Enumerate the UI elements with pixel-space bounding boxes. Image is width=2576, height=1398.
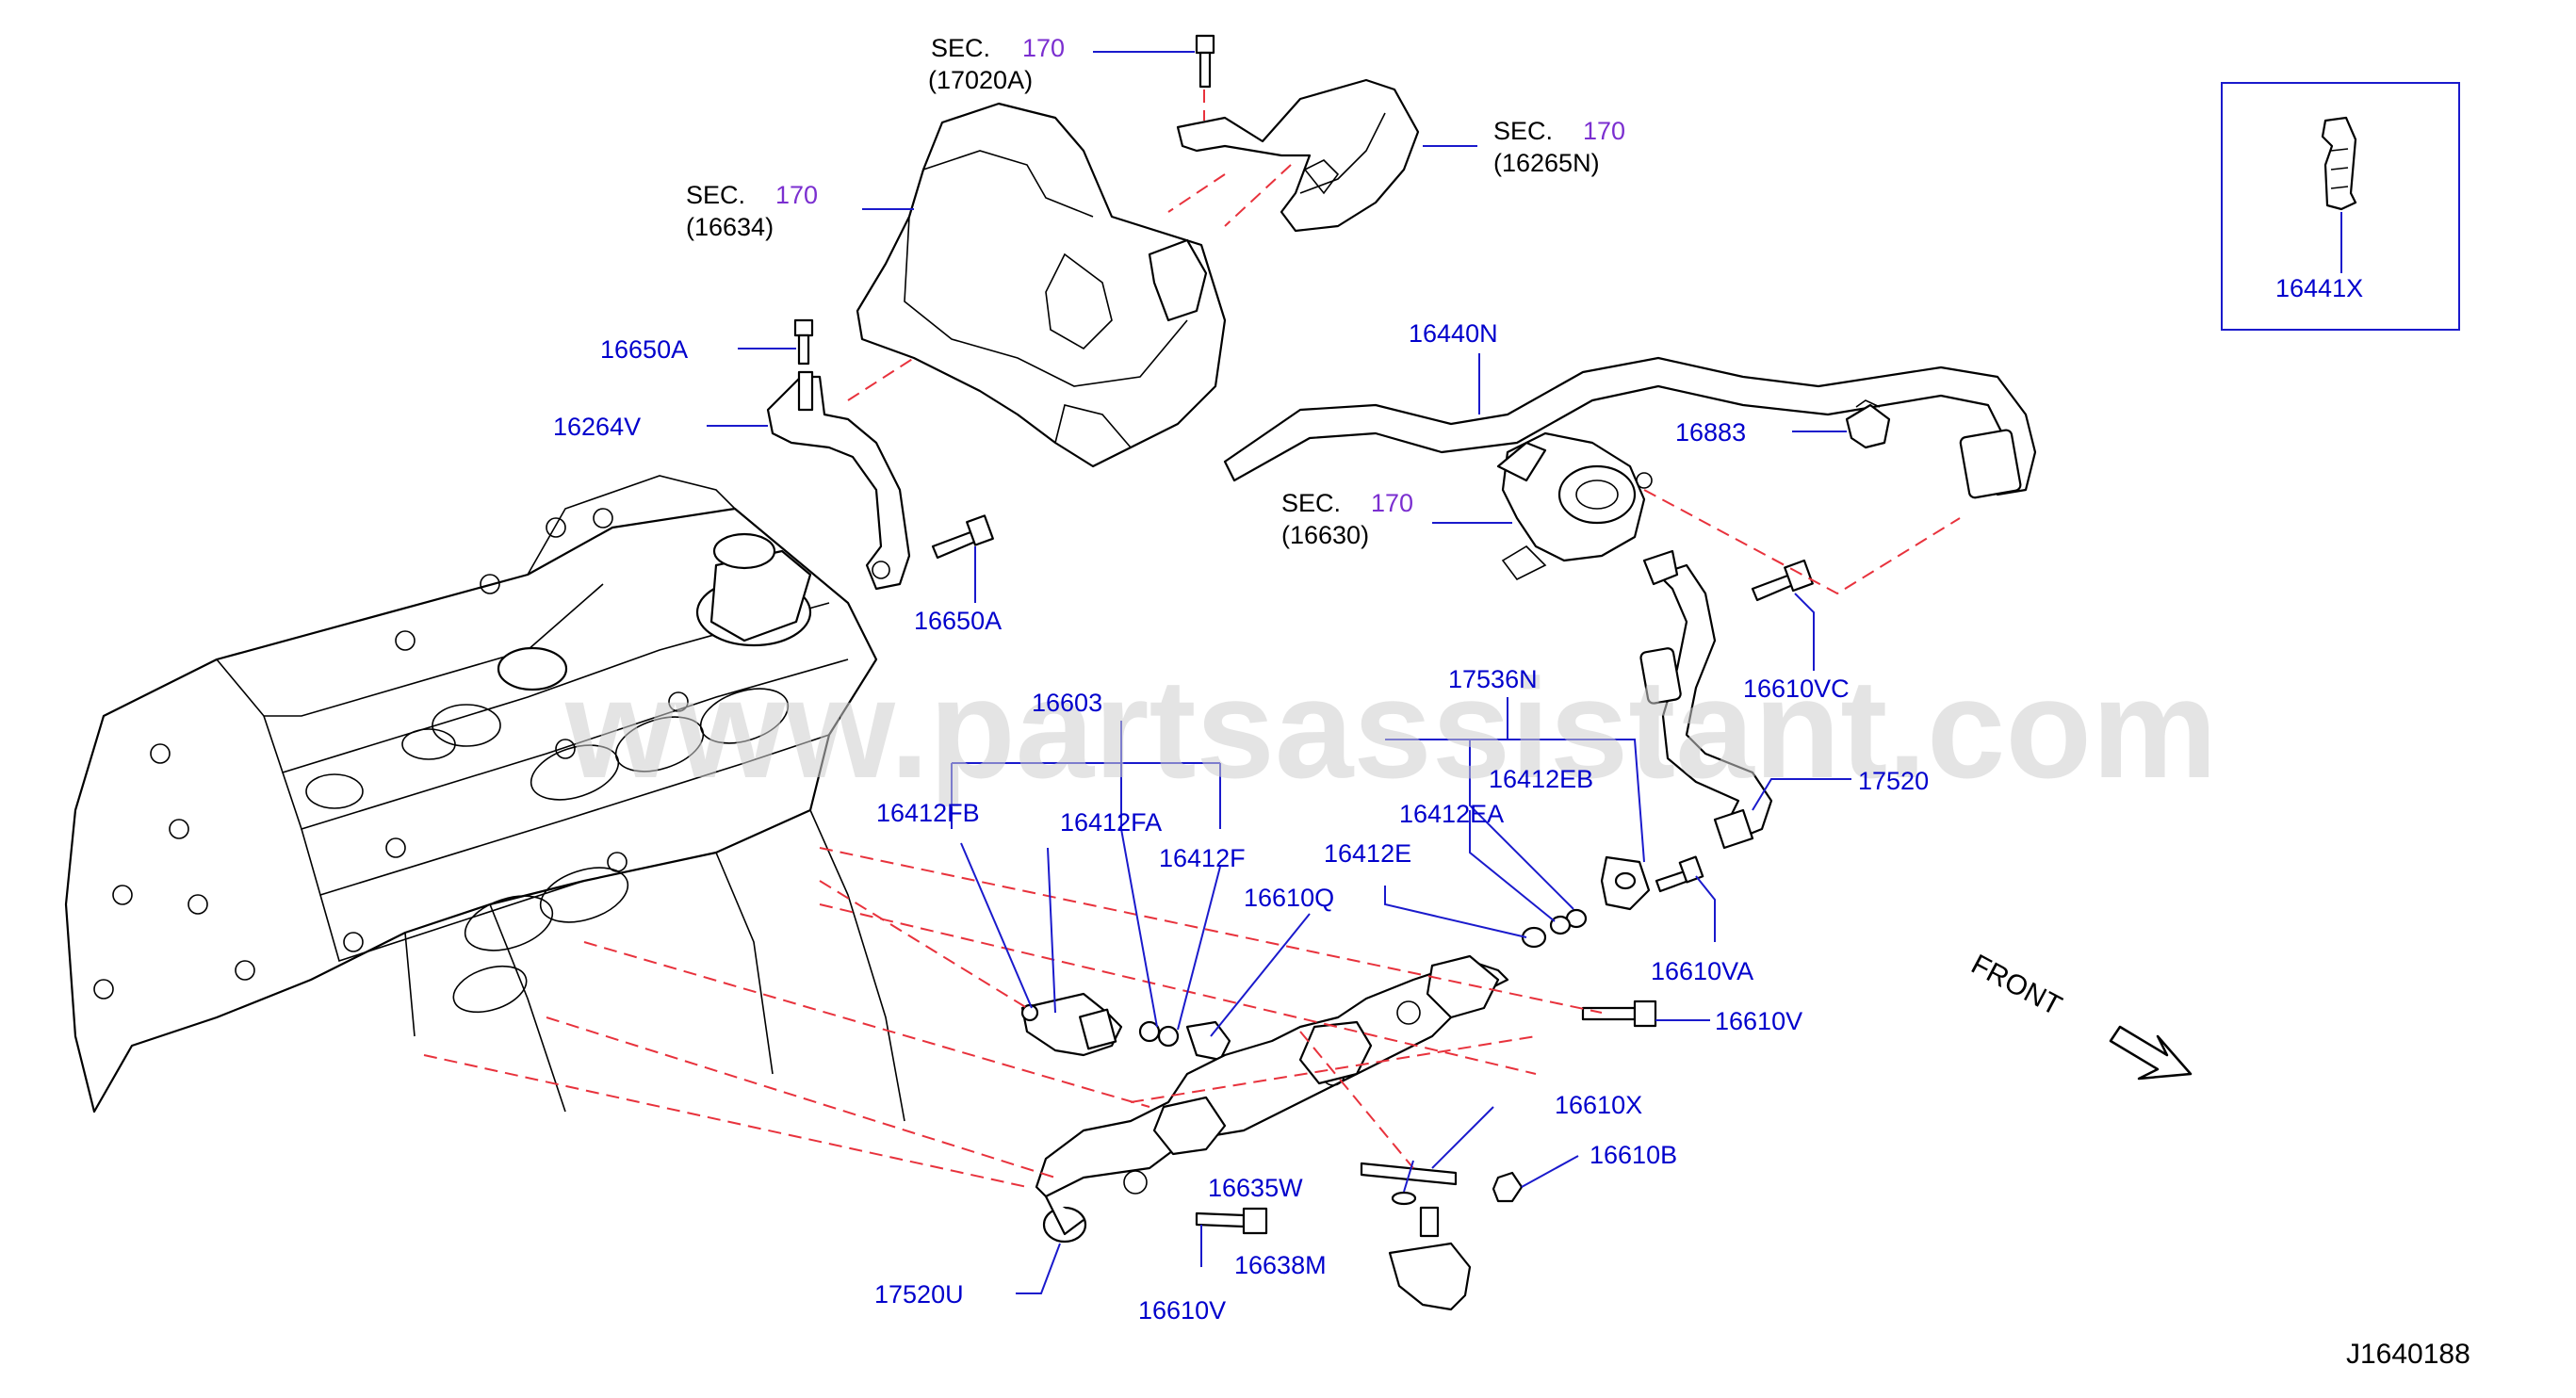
part-label-16412fa[interactable]: 16412FA — [1060, 808, 1162, 837]
part-label-16264v[interactable]: 16264V — [553, 413, 641, 441]
bolt-16650a-mid — [931, 514, 994, 560]
front-indicator: FRONT — [1966, 949, 2193, 1081]
sec-label-16634: SEC. 170 (16634) — [686, 181, 818, 241]
fuel-pipe-16440n — [1223, 356, 2037, 499]
part-label-16441x[interactable]: 16441X — [2275, 274, 2363, 302]
bracket-16264v — [766, 370, 911, 591]
part-label-16412f[interactable]: 16412F — [1159, 844, 1246, 872]
sec-number: 170 — [1022, 34, 1065, 62]
heat-shield-bracket — [1176, 78, 1420, 233]
engine-cylinder-head — [64, 475, 905, 1122]
sec-ref: (16634) — [686, 213, 774, 241]
sec-ref: (17020A) — [928, 66, 1033, 94]
part-label-16883[interactable]: 16883 — [1675, 418, 1746, 447]
watermark: www.partsassistant.com — [564, 649, 2217, 807]
part-label-16610vc[interactable]: 16610VC — [1743, 675, 1850, 703]
sec-ref: (16630) — [1281, 521, 1369, 549]
fuel-pump-16630 — [1496, 431, 1653, 581]
heat-shield — [856, 102, 1227, 468]
sec-label-16265n: SEC. 170 (16265N) — [1493, 117, 1625, 177]
sec-number: 170 — [1583, 117, 1625, 145]
sec-prefix: SEC. — [1281, 489, 1341, 517]
nut-16610b — [1492, 1171, 1524, 1203]
part-label-17536n[interactable]: 17536N — [1448, 665, 1538, 693]
fuel-tube-17520 — [1639, 549, 1773, 850]
injector-seal-group — [1521, 855, 1651, 949]
bolt-16610va — [1655, 855, 1704, 893]
part-label-16412e[interactable]: 16412E — [1324, 839, 1411, 868]
part-labels: 16650A 16264V 16650A 16440N 16883 16610V… — [553, 274, 2363, 1325]
front-label: FRONT — [1966, 949, 2067, 1022]
sec-number: 170 — [1371, 489, 1413, 517]
sec-number: 170 — [775, 181, 818, 209]
part-label-17520[interactable]: 17520 — [1858, 767, 1929, 795]
bolt-16610vc — [1751, 559, 1814, 602]
bolt-16610v-bottom — [1195, 1207, 1268, 1235]
leader-lines — [707, 51, 2342, 1294]
bolt-16610v-right — [1581, 1000, 1657, 1028]
front-arrow-icon — [2109, 1025, 2193, 1081]
part-label-16610v-bottom[interactable]: 16610V — [1138, 1296, 1226, 1325]
o-ring-16635w — [1391, 1191, 1417, 1206]
bolt-17020a — [1195, 34, 1215, 89]
part-label-16650a-top[interactable]: 16650A — [600, 335, 688, 364]
sec-prefix: SEC. — [686, 181, 745, 209]
part-label-16610b[interactable]: 16610B — [1590, 1141, 1677, 1169]
part-label-16603[interactable]: 16603 — [1032, 689, 1102, 717]
part-label-16610q[interactable]: 16610Q — [1244, 884, 1334, 912]
part-label-16610va[interactable]: 16610VA — [1651, 957, 1753, 985]
part-label-16610v-right[interactable]: 16610V — [1715, 1007, 1802, 1035]
inset-box — [2221, 82, 2460, 331]
sec-label-17020a: SEC. 170 (17020A) — [928, 34, 1065, 94]
part-label-16635w[interactable]: 16635W — [1208, 1174, 1303, 1202]
injector-16603 — [1020, 992, 1231, 1062]
bolt-16650a-top — [793, 318, 814, 366]
part-label-16638m[interactable]: 16638M — [1234, 1251, 1327, 1279]
dashed-assembly-lines — [423, 89, 1961, 1188]
part-label-16440n[interactable]: 16440N — [1409, 319, 1498, 348]
part-label-16610x[interactable]: 16610X — [1555, 1091, 1642, 1119]
sec-ref: (16265N) — [1493, 149, 1600, 177]
sec-label-16630: SEC. 170 (16630) — [1281, 489, 1413, 549]
clip-16883 — [1845, 399, 1891, 449]
sec-prefix: SEC. — [1493, 117, 1553, 145]
fuel-rail-17520u — [1035, 954, 1509, 1244]
part-label-16412eb[interactable]: 16412EB — [1489, 765, 1593, 793]
sec-prefix: SEC. — [931, 34, 990, 62]
part-label-16412fb[interactable]: 16412FB — [876, 799, 980, 827]
diagram-code: J1640188 — [2346, 1339, 2470, 1370]
part-label-17520u[interactable]: 17520U — [874, 1280, 964, 1309]
part-label-16412ea[interactable]: 16412EA — [1399, 800, 1504, 828]
pressure-sensor-16638m — [1388, 1206, 1472, 1311]
part-label-16650a-mid[interactable]: 16650A — [914, 607, 1002, 635]
